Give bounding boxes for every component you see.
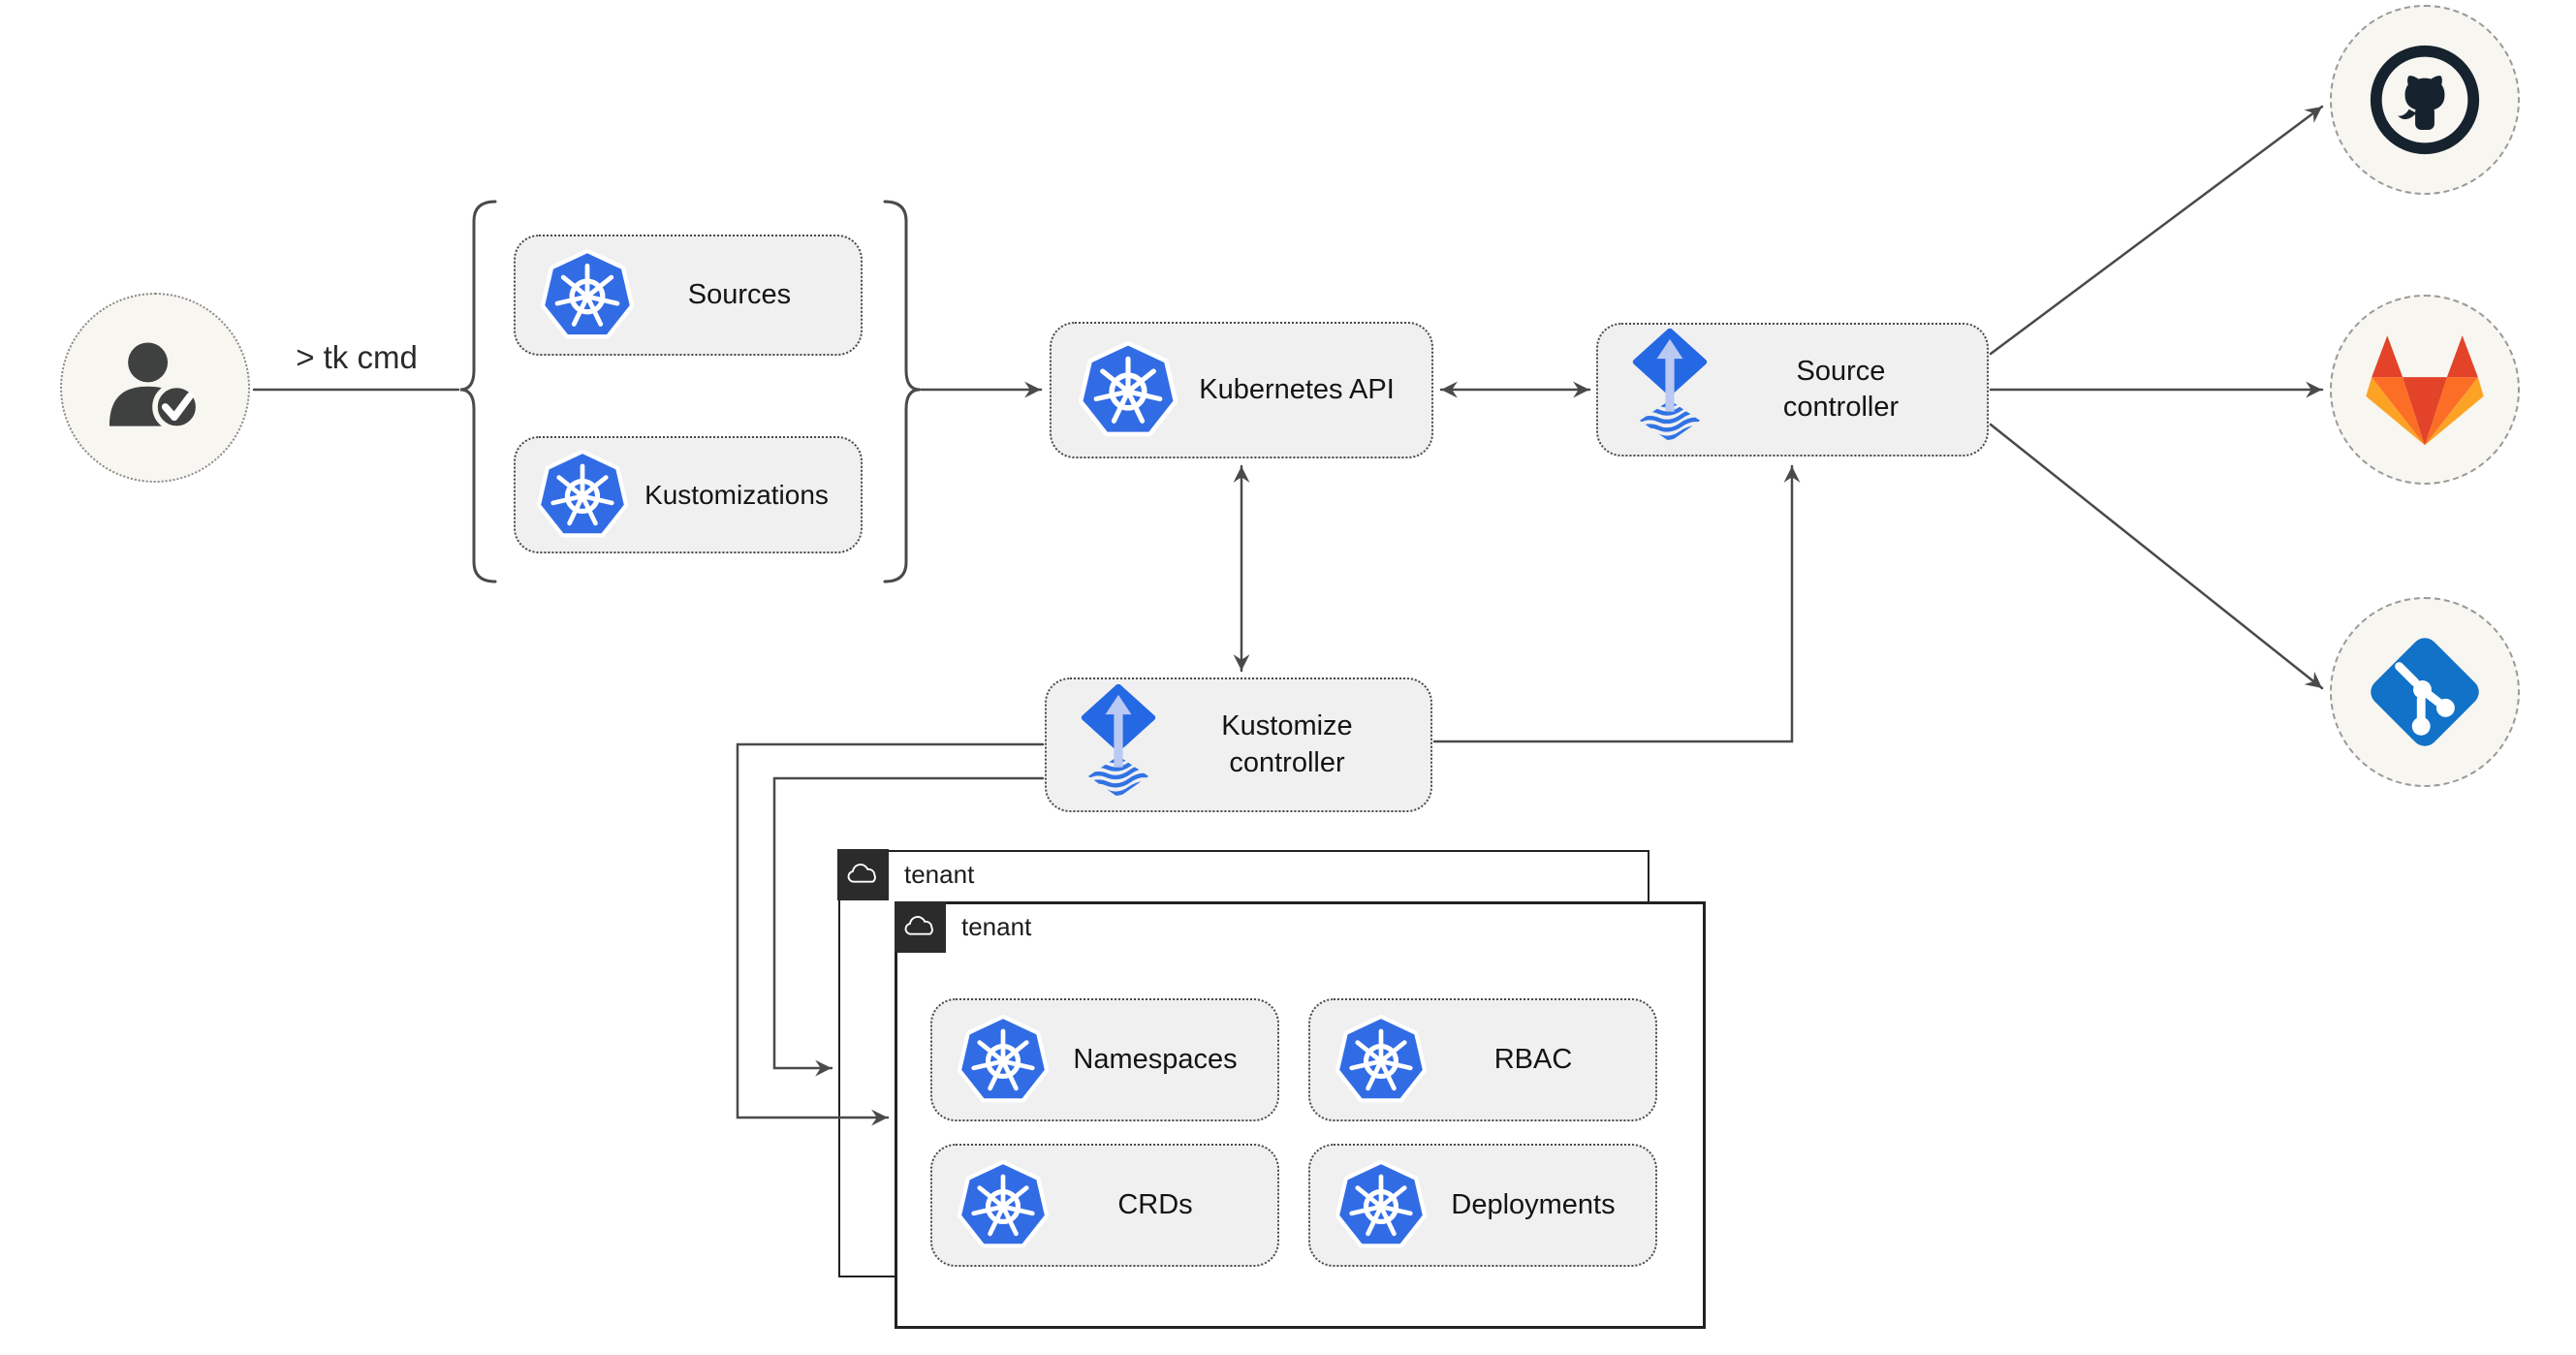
gitlab-icon xyxy=(2365,332,2485,448)
kustomizations-node: Kustomizations xyxy=(514,436,863,553)
user-check-icon xyxy=(95,328,215,448)
edge-source-to-github xyxy=(1989,105,2324,356)
gitlab-provider xyxy=(2330,295,2520,485)
kubernetes-api-label: Kubernetes API xyxy=(1199,373,1395,405)
crds-node: CRDs xyxy=(930,1144,1279,1267)
sources-label: Sources xyxy=(687,278,792,310)
source-controller-node: Source controller xyxy=(1596,323,1989,457)
cloud-icon xyxy=(845,864,882,887)
cloud-icon xyxy=(902,916,939,939)
kustomize-controller-label: Kustomize controller xyxy=(1221,710,1353,778)
rbac-label: RBAC xyxy=(1493,1043,1573,1075)
tenant-label: tenant xyxy=(904,860,975,889)
git-icon xyxy=(2364,631,2486,753)
edge-source-to-git xyxy=(1989,423,2324,690)
kubernetes-icon xyxy=(1335,1015,1427,1106)
sources-node: Sources xyxy=(514,235,863,356)
bracket-left-brace xyxy=(459,200,497,583)
edge-kustomize-to-source xyxy=(1432,464,1801,743)
user-actor xyxy=(60,293,250,483)
kubernetes-api-node: Kubernetes API xyxy=(1050,322,1433,458)
github-icon xyxy=(2365,40,2485,160)
crds-label: CRDs xyxy=(1117,1188,1193,1220)
tenant-header xyxy=(837,849,889,900)
tenant-header xyxy=(895,901,946,953)
namespaces-label: Namespaces xyxy=(1073,1043,1238,1075)
deployments-node: Deployments xyxy=(1308,1144,1657,1267)
tenant-label: tenant xyxy=(961,912,1032,941)
kubernetes-icon xyxy=(537,450,628,541)
tk-command-label: > tk cmd xyxy=(296,339,418,375)
kubernetes-icon xyxy=(1079,341,1178,440)
kubernetes-icon xyxy=(1335,1160,1427,1251)
rbac-node: RBAC xyxy=(1308,998,1657,1121)
kubernetes-icon xyxy=(958,1015,1049,1106)
kubernetes-icon xyxy=(958,1160,1049,1251)
namespaces-node: Namespaces xyxy=(930,998,1279,1121)
flux-icon xyxy=(1078,684,1159,806)
bracket-right-brace xyxy=(883,200,921,583)
kustomizations-label: Kustomizations xyxy=(644,479,829,510)
github-provider xyxy=(2330,5,2520,195)
kubernetes-icon xyxy=(541,249,634,342)
git-provider xyxy=(2330,597,2520,787)
source-controller-label: Source controller xyxy=(1782,355,1900,423)
deployments-label: Deployments xyxy=(1451,1188,1616,1220)
flux-icon xyxy=(1629,329,1711,451)
kustomize-controller-node: Kustomize controller xyxy=(1045,678,1432,812)
